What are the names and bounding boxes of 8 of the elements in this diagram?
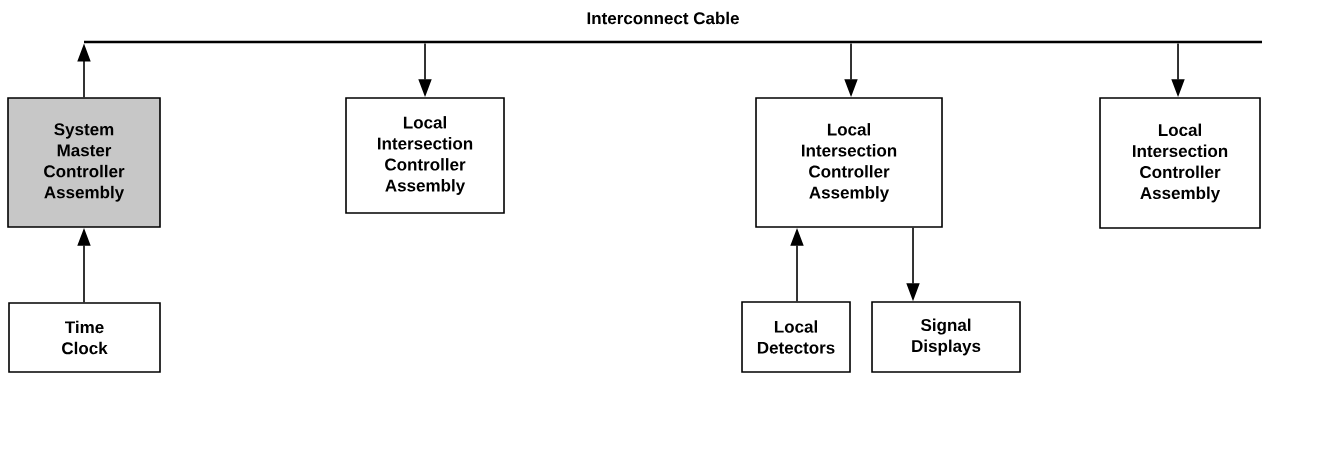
controller-box: Local Intersection Controller Assembly <box>755 97 943 228</box>
controller-box: System Master Controller Assembly <box>7 97 161 228</box>
device-box: Time Clock <box>8 302 161 373</box>
device-box: Signal Displays <box>871 301 1021 373</box>
cable-label: Interconnect Cable <box>587 11 739 25</box>
controller-box: Local Intersection Controller Assembly <box>1099 97 1261 229</box>
device-box: Local Detectors <box>741 301 851 373</box>
controller-box: Local Intersection Controller Assembly <box>345 97 505 214</box>
